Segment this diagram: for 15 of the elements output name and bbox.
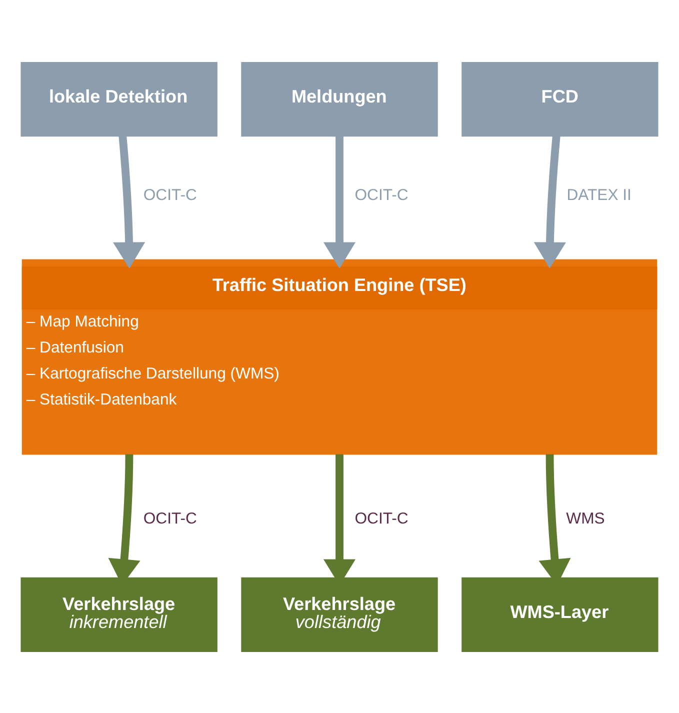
node-box: Meldungen xyxy=(241,61,438,136)
edge-label: WMS xyxy=(566,510,605,527)
node-box: Verkehrslage inkrementell xyxy=(20,576,218,652)
edge-label: OCIT-C xyxy=(143,510,197,527)
arrow xyxy=(534,135,566,268)
node-box: lokale Detektion xyxy=(20,61,218,136)
node-box: WMS-Layer xyxy=(462,576,658,652)
arrow xyxy=(323,136,356,268)
edge-label: OCIT-C xyxy=(354,186,408,204)
node-box: FCD xyxy=(462,61,658,136)
edge-label: OCIT-C xyxy=(143,186,197,204)
edge-label: OCIT-C xyxy=(354,510,408,527)
arrow xyxy=(113,135,146,268)
edge-label: DATEX II xyxy=(566,186,632,204)
node-box: Verkehrslage vollständig xyxy=(241,576,438,652)
